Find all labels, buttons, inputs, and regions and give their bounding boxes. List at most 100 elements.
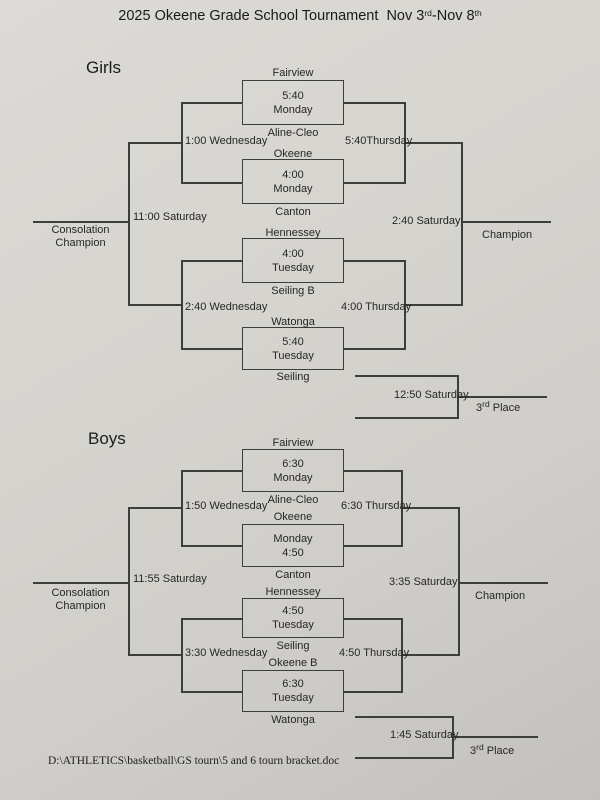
girls-connector-line [461,142,463,306]
boys-connector-line [344,470,401,472]
boys-game4-team-bottom: Watonga [271,714,315,726]
girls-third-place-line [457,396,547,398]
girls-third-word: Place [489,402,521,414]
girls-section-label: Girls [86,58,121,77]
boys-game4-team-top: Okeene B [268,657,318,669]
boys-third-place-line [355,716,452,718]
boys-final-time: 3:35 Saturday [389,576,458,588]
girls-game2-team-bottom: Canton [275,206,311,218]
girls-connector-line [344,348,404,350]
title-superscript-2: th [474,8,482,18]
boys-game4-line1: 6:30 [282,678,304,690]
girls-game4-line1: 5:40 [282,335,304,348]
girls-game4-box: 5:40 Tuesday [242,327,344,370]
boys-game3-line1: 4:50 [282,605,304,617]
girls-consolation-word-2: Champion [55,236,106,249]
boys-game1-team-bottom: Aline-Cleo [267,494,319,506]
girls-game1-team-bottom: Aline-Cleo [267,127,319,139]
girls-game1-team-top: Fairview [272,67,314,79]
boys-connector-line [344,545,401,547]
boys-winners-semi2-time: 4:50 Thursday [339,647,410,659]
boys-consolation-word: Consolation [51,587,110,599]
title-text: 2025 Okeene Grade School Tournament Nov … [118,8,425,24]
girls-third-place-line [355,375,457,377]
boys-game4-line2: Tuesday [272,692,314,704]
boys-connector-line [181,545,242,547]
boys-game3-box: 4:50 Tuesday [242,598,344,638]
file-path-footer: D:\ATHLETICS\basketball\GS tourn\5 and 6… [48,755,340,767]
boys-connector-line [128,654,183,656]
girls-game3-team-bottom: Seiling B [271,285,315,297]
girls-game2-line1: 4:00 [282,168,304,181]
girls-third-place-line [355,417,457,419]
boys-champion-label: Champion [475,590,526,602]
girls-champion-line [461,221,551,223]
title-text-2: -Nov 8 [431,8,475,24]
girls-connector-line [404,304,461,306]
boys-connector-line [181,470,242,472]
girls-third-place-time: 12:50 Saturday [394,389,469,401]
girls-third-num: 3 [476,402,483,414]
boys-connector-line [458,507,460,656]
girls-consolation-champion-label: Consolation Champion [33,224,128,249]
girls-connector-line [128,142,130,306]
boys-consolation-word-2: Champion [55,599,106,612]
girls-game1-box: 5:40 Monday [242,80,344,125]
girls-connector-line [344,182,404,184]
page-title: 2025 Okeene Grade School Tournament Nov … [0,8,600,24]
boys-connector-line [401,654,458,656]
girls-game2-box: 4:00 Monday [242,159,344,204]
girls-game1-line2: Monday [273,103,313,116]
title-superscript: rd [424,8,432,18]
boys-third-place-line [452,736,538,738]
boys-champion-line [458,582,548,584]
boys-game2-team-bottom: Canton [275,569,311,581]
girls-winners-semi1-time: 5:40Thursday [345,135,413,147]
boys-section-label: Boys [88,429,126,448]
boys-connector-line [181,618,242,620]
boys-game3-team-top: Hennessey [265,586,321,598]
boys-consolation-semi1-time: 1:50 Wednesday [185,500,268,512]
boys-third-superscript: rd [476,742,484,752]
boys-consolation-final-time: 11:55 Saturday [133,573,207,585]
girls-game4-team-top: Watonga [271,316,315,328]
boys-connector-line [344,618,401,620]
girls-consolation-final-time: 11:00 Saturday [133,211,207,223]
girls-connector-line [181,348,242,350]
boys-connector-line [181,691,242,693]
girls-game3-line1: 4:00 [282,247,304,260]
boys-game2-box: Monday 4:50 [242,524,344,567]
boys-third-word: Place [483,745,515,757]
girls-connector-line [181,182,242,184]
boys-third-place-line [355,757,452,759]
boys-winners-semi1-time: 6:30 Thursday [341,500,412,512]
girls-game2-team-top: Okeene [273,148,313,160]
girls-consolation-champion-line [33,221,128,223]
girls-connector-line [404,142,461,144]
boys-connector-line [344,691,401,693]
girls-game1-line1: 5:40 [282,89,304,102]
girls-third-place-label: 3rd Place [476,399,521,414]
boys-connector-line [401,507,458,509]
boys-consolation-semi2-time: 3:30 Wednesday [185,647,268,659]
girls-game3-line2: Tuesday [272,261,314,274]
boys-consolation-champion-label: Consolation Champion [33,587,128,612]
boys-third-num: 3 [470,745,477,757]
boys-connector-line [128,507,130,656]
boys-third-place-label: 3rd Place [470,742,515,757]
girls-connector-line [344,260,404,262]
boys-game3-team-bottom: Seiling [276,640,310,652]
girls-game4-line2: Tuesday [272,349,314,362]
boys-game1-box: 6:30 Monday [242,449,344,492]
boys-consolation-champion-line [33,582,128,584]
girls-consolation-semi1-time: 1:00 Wednesday [185,135,268,147]
girls-connector-line [181,102,242,104]
girls-game3-box: 4:00 Tuesday [242,238,344,283]
boys-game2-line1: Monday [273,532,313,545]
boys-game1-line2: Monday [273,471,313,484]
girls-consolation-word: Consolation [51,224,110,236]
boys-connector-line [128,507,183,509]
boys-game1-team-top: Fairview [272,437,314,449]
boys-third-place-time: 1:45 Saturday [390,729,459,741]
